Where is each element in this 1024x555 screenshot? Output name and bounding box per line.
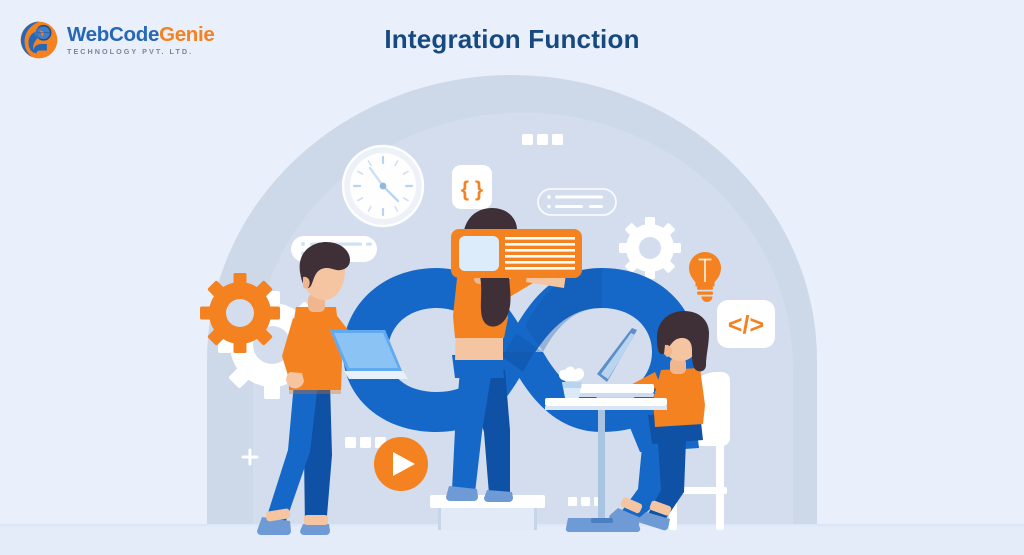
dots-squares-left xyxy=(345,437,386,448)
dots-squares-bottom xyxy=(568,497,603,506)
curly-braces-icon: { } xyxy=(452,165,492,209)
list-card-outline xyxy=(537,188,617,216)
coffee-cup-icon xyxy=(559,366,584,398)
plus-icon xyxy=(241,448,259,466)
orange-presentation-board xyxy=(451,229,582,278)
gear-white-small-icon xyxy=(619,217,681,279)
page-title: Integration Function xyxy=(384,24,640,54)
svg-text:</>: </> xyxy=(728,311,764,339)
brand-logo[interactable]: WebCodeGenie TECHNOLOGY PVT. LTD. xyxy=(18,18,215,62)
logo-tagline: TECHNOLOGY PVT. LTD. xyxy=(67,47,194,57)
lightbulb-icon xyxy=(689,252,721,302)
dots-squares-top xyxy=(522,134,563,145)
person-standing-with-laptop xyxy=(257,242,408,535)
logo-word-primary: WebCode xyxy=(67,22,160,46)
play-button-icon[interactable] xyxy=(374,437,428,491)
webcodegenie-globe-logo-icon xyxy=(20,21,58,59)
infinity-loop-devops-symbol xyxy=(343,268,697,432)
gear-orange-icon xyxy=(200,273,280,353)
desk-with-laptop xyxy=(545,328,667,533)
logo-wordmark: WebCodeGenie xyxy=(67,22,215,46)
logo-text-block: WebCodeGenie TECHNOLOGY PVT. LTD. xyxy=(67,22,215,57)
wall-clock-icon xyxy=(341,144,425,228)
svg-text:{ }: { } xyxy=(461,178,483,201)
logo-word-accent: Genie xyxy=(159,22,215,46)
code-brackets-icon: </> xyxy=(717,300,775,348)
